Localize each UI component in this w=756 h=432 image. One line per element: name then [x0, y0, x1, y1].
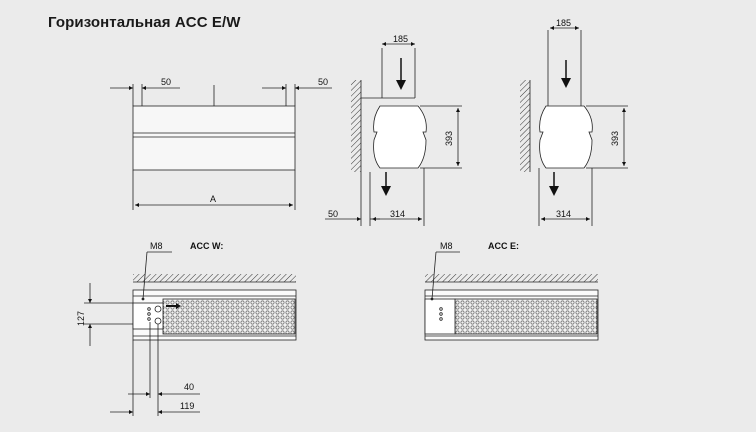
- acc-w-view: [84, 251, 297, 416]
- front-dim-left: 50: [161, 77, 171, 87]
- front-dim-length: A: [210, 194, 216, 204]
- acc-w-label: ACC W:: [190, 241, 223, 251]
- side-view-1-airflow: [381, 58, 406, 196]
- acc-w-thread: M8: [150, 241, 163, 251]
- side2-dim-depth: 314: [556, 209, 571, 219]
- acc-w-dim-offset-1: 40: [184, 382, 194, 392]
- side2-dim-height: 393: [610, 131, 620, 146]
- page-title: Горизонтальная ACC E/W: [48, 14, 241, 31]
- side-view-1: [325, 42, 462, 226]
- ceiling-hatch-w: [133, 274, 296, 282]
- side1-dim-width: 185: [393, 34, 408, 44]
- acc-e-thread: M8: [440, 241, 453, 251]
- side2-dim-width: 185: [556, 18, 571, 28]
- acc-e-label: ACC E:: [488, 241, 519, 251]
- ceiling-hatch-e: [425, 274, 598, 282]
- acc-e-view: [424, 251, 599, 341]
- acc-e-grille: [454, 298, 598, 335]
- front-dim-right: 50: [318, 77, 328, 87]
- front-view: [110, 84, 332, 210]
- acc-w-dim-offset-2: 119: [180, 401, 194, 411]
- side-view-2-airflow: [549, 60, 571, 196]
- side1-dim-depth: 314: [390, 209, 405, 219]
- side1-dim-height: 393: [444, 131, 454, 146]
- wall-hatch-2: [520, 80, 530, 172]
- acc-w-grille: [162, 298, 296, 335]
- acc-w-flow-arrow: [166, 303, 181, 309]
- side1-dim-wall: 50: [328, 209, 338, 219]
- side-view-2: [520, 26, 628, 226]
- acc-w-dim-height: 127: [76, 311, 86, 326]
- unit-body: [132, 105, 296, 171]
- wall-hatch: [351, 80, 361, 172]
